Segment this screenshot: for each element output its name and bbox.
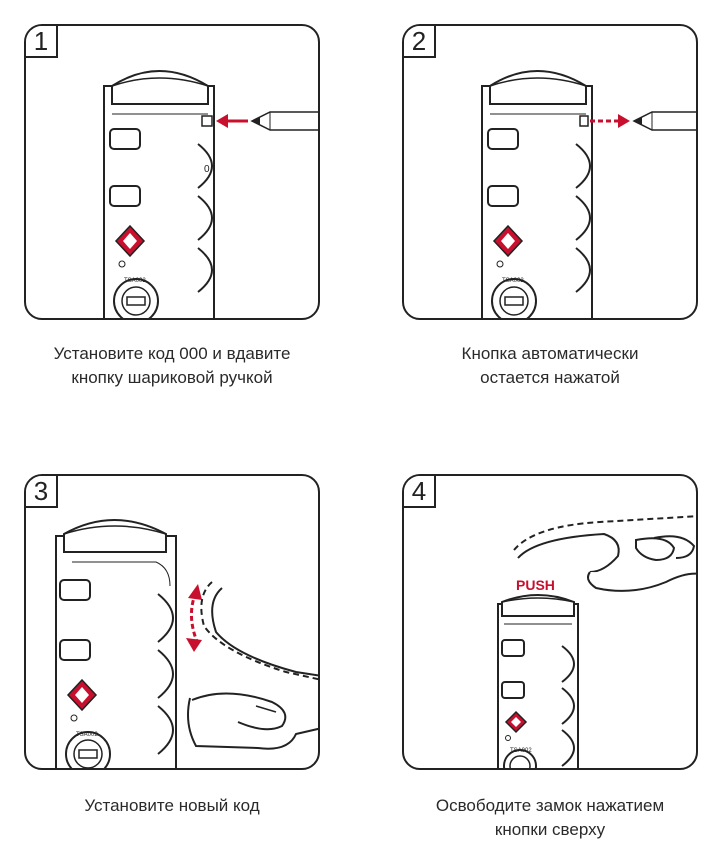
caption-step-1-line2: кнопку шариковой ручкой	[71, 368, 273, 387]
arrow-icon	[216, 114, 248, 128]
caption-step-1: Установите код 000 и вдавите кнопку шари…	[14, 342, 330, 390]
step-panel-4: 4 PUSH TSA002	[402, 474, 698, 770]
arrow-icon	[590, 114, 630, 128]
caption-step-4: Освободите замок нажатием кнопки сверху	[392, 794, 708, 842]
arrow-icon	[186, 584, 202, 652]
keyhole-icon	[65, 731, 111, 768]
caption-step-2-line1: Кнопка автоматически	[461, 344, 639, 363]
step-number-4: 4	[404, 476, 436, 508]
keyhole-icon	[113, 278, 159, 318]
tsa-diamond-icon	[492, 224, 524, 258]
caption-step-4-line1: Освободите замок нажатием	[435, 796, 665, 815]
lock-illustration-4: PUSH TSA002	[497, 515, 696, 768]
lock-brand-text: TSA002	[124, 278, 146, 284]
lock-illustration-1: TSA002 0	[103, 70, 318, 318]
pen-icon	[632, 111, 696, 131]
step-number-1: 1	[26, 26, 58, 58]
caption-step-1-line1: Установите код 000 и вдавите	[53, 344, 291, 363]
lock-brand-text: TSA002	[502, 278, 524, 284]
caption-step-3: Установите новый код	[14, 794, 330, 818]
push-label: PUSH	[516, 577, 555, 593]
hand-icon	[187, 581, 318, 750]
step-number-3: 3	[26, 476, 58, 508]
lock-illustration-2: TSA002	[481, 70, 696, 318]
dial-digit: 0	[204, 164, 210, 175]
caption-step-4-line2: кнопки сверху	[494, 820, 606, 839]
keyhole-icon	[503, 749, 537, 768]
caption-step-3-line1: Установите новый код	[84, 796, 260, 815]
caption-step-2: Кнопка автоматически остается нажатой	[392, 342, 708, 390]
lock-brand-text: TSA002	[510, 748, 532, 754]
keyhole-icon	[491, 278, 537, 318]
tsa-diamond-icon	[66, 678, 98, 712]
lock-illustration-3: TSA002	[55, 519, 318, 768]
step-number-2: 2	[404, 26, 436, 58]
hand-icon	[513, 515, 696, 592]
tsa-diamond-icon	[504, 710, 528, 734]
lock-brand-text: TSA002	[76, 732, 98, 738]
tsa-diamond-icon	[114, 224, 146, 258]
step-panel-1: 1 TSA002 0	[24, 24, 320, 320]
step-panel-3: 3 TSA002	[24, 474, 320, 770]
step-panel-2: 2 TSA002	[402, 24, 698, 320]
caption-step-2-line2: остается нажатой	[480, 368, 620, 387]
pen-icon	[250, 111, 318, 131]
